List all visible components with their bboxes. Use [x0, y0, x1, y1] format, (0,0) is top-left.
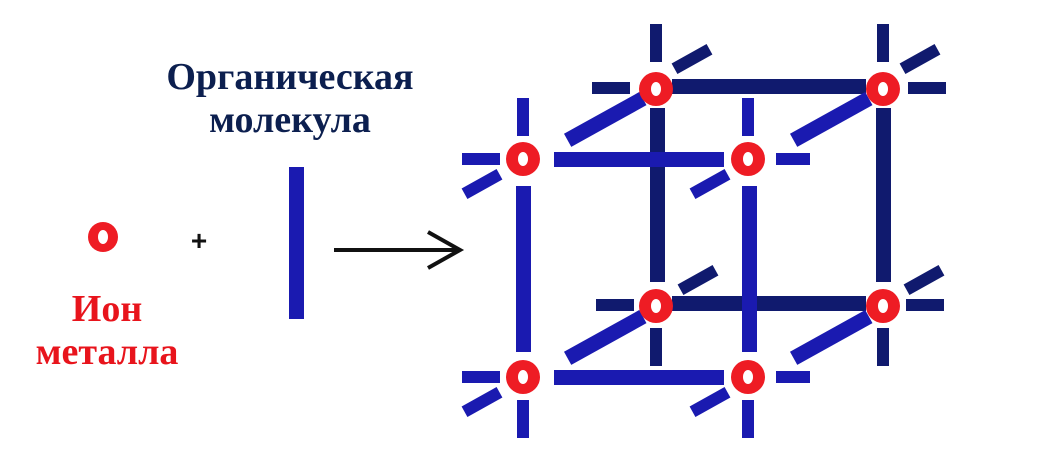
front-linkers — [516, 152, 757, 385]
linker-depth-bottom-left — [563, 310, 647, 365]
linker-depth-bottom-right — [789, 310, 873, 365]
organic-molecule-label-line-2: молекула — [209, 98, 371, 141]
linker-front-top — [554, 152, 724, 167]
back-node-stubs — [592, 24, 946, 366]
linker-back-bottom — [672, 296, 866, 311]
metal-ion-label-line-2: металла — [35, 330, 179, 373]
metal-ion-node — [506, 142, 540, 176]
linker-front-right — [742, 186, 757, 352]
framework-nodes — [506, 72, 900, 394]
linker-back-top — [672, 79, 866, 94]
metal-ion-node — [731, 360, 765, 394]
metal-ion-node — [731, 142, 765, 176]
metal-ion-node — [639, 289, 673, 323]
organic-linker-icon — [289, 167, 304, 319]
linker-front-left — [516, 186, 531, 352]
linker-depth-top-right — [789, 92, 873, 147]
metal-ion-icon — [88, 222, 118, 252]
linker-back-left — [650, 108, 665, 282]
depth-linkers — [563, 92, 873, 365]
metal-ion-label: Ион металла — [12, 288, 202, 373]
plus-sign: + — [191, 225, 207, 256]
cubic-framework — [461, 24, 946, 438]
reaction-arrow — [334, 230, 465, 270]
linker-front-bottom — [554, 370, 724, 385]
metal-ion-label-line-1: Ион — [71, 288, 143, 330]
linker-depth-top-left — [563, 92, 647, 147]
metal-ion-node — [866, 72, 900, 106]
front-node-stubs — [461, 98, 810, 438]
linker-back-right — [876, 108, 891, 282]
organic-molecule-label: Органическая молекула — [140, 56, 440, 141]
back-linkers — [650, 79, 891, 311]
metal-ion-node — [506, 360, 540, 394]
metal-ion-node — [639, 72, 673, 106]
metal-ion-node — [866, 289, 900, 323]
organic-molecule-label-line-1: Органическая — [166, 56, 414, 98]
